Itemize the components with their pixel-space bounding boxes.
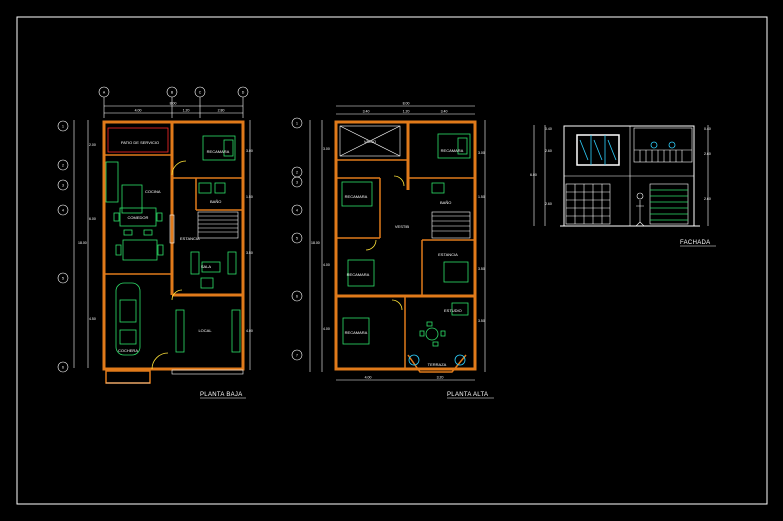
axis-label: 5 [62,277,64,281]
dim-upper-left-a: 3.00 [323,147,330,151]
axis-label: D [242,91,245,95]
dim-facade-height: 6.00 [530,173,537,177]
dim-left-b: 6.00 [89,217,96,221]
laundry-area [107,127,169,153]
axis-label: 3 [62,184,64,188]
axis-label: 1 [296,122,298,126]
dim-right-b: 1.50 [246,195,253,199]
ground-axis-top: A B C D [98,86,249,118]
ground-floor-plan: A B C D 8.00 4.00 1.20 2.80 1 2 3 4 [57,86,253,399]
dim-overall-left: 18.00 [78,241,87,245]
dim-top-left: 4.00 [135,109,142,113]
room-label-bath: BAÑO [210,199,221,204]
axis-label: 4 [296,209,298,213]
dim-upper-top-a: 3.40 [363,110,370,114]
axis-label: 6 [296,295,298,299]
bed [202,135,236,161]
facade-garage-door [649,183,689,225]
dim-upper-top-b: 1.20 [403,110,410,114]
axis-label: 6 [62,366,64,370]
dim-upper-left-b: 4.00 [323,263,330,267]
axis-label: B [171,91,174,95]
axis-label: 2 [296,171,298,175]
room-label-living: SALA [201,264,212,269]
room-label-bedroom-c: RECAMARA [345,330,368,335]
dim-facade-low: 2.60 [545,202,552,206]
kitchen-counter [105,161,119,203]
car [115,282,141,356]
upper-staircase [431,211,471,239]
dim-upper-overall-left: 18.00 [311,241,320,245]
dim-top-mid: 1.20 [183,109,190,113]
room-label-bedroom-top: RECAMARA [441,148,464,153]
room-label-garage: COCHERA [118,348,138,353]
dim-upper-bottom-b: 3.20 [437,376,444,380]
living-set [190,251,237,289]
dim-facade-r-mid: 2.60 [704,152,711,156]
upper-floor-plan: 8.00 3.40 1.20 3.40 1 2 3 4 5 6 7 18.00 … [291,102,494,399]
dim-left-c: 4.50 [89,317,96,321]
sheet-border [16,16,768,505]
axis-label: 7 [296,354,298,358]
room-label-bedroom-b: RECAMARA [347,272,370,277]
dim-upper-left-c: 4.00 [323,327,330,331]
dim-right-a: 3.00 [246,149,253,153]
dining-table [113,207,163,236]
facade-elevation: 6.00 0.40 2.60 2.60 0.40 2.60 2.60 [530,125,716,247]
dim-upper-right-a: 3.00 [478,151,485,155]
room-label-dining: COMEDOR [128,215,149,220]
ground-floor-title: PLANTA BAJA [200,392,243,398]
room-label-hall: ESTANCIA [180,236,200,241]
axis-label: 5 [296,237,298,241]
axis-label: 1 [62,125,64,129]
room-label-bedroom-a: RECAMARA [345,194,368,199]
dim-facade-r-low: 2.60 [704,197,711,201]
dim-facade-r-top: 0.40 [704,127,711,131]
dim-upper-top-c: 3.40 [441,110,448,114]
room-label-bedroom: RECAMARA [207,149,230,154]
facade-balcony [633,127,693,163]
axis-label: 4 [62,209,64,213]
round-table [419,321,446,347]
void-cross [339,125,401,157]
dim-upper-bottom-a: 4.00 [365,376,372,380]
axis-label: 3 [296,181,298,185]
facade-title: FACHADA [680,240,710,246]
dim-upper-overall-top: 8.00 [403,102,410,106]
axis-label: 2 [62,164,64,168]
room-label-kitchen: COCINA [145,189,161,194]
upper-axis-left: 1 2 3 4 5 6 7 [291,117,303,361]
dim-upper-right-d: 3.50 [478,319,485,323]
dim-upper-right-b: 1.50 [478,195,485,199]
staircase [169,211,239,244]
dim-facade-mid: 2.60 [545,149,552,153]
ground-axis-left: 1 2 3 4 5 6 [57,120,69,373]
dim-overall-top: 8.00 [170,102,177,106]
dim-facade-top: 0.40 [545,127,552,131]
axis-label: A [103,91,106,95]
dim-upper-right-c: 3.50 [478,267,485,271]
dining-set [115,239,164,261]
dim-right-d: 4.00 [246,329,253,333]
room-label-bath-upper: BAÑO [440,200,451,205]
room-label-study: ESTUDIO [444,308,462,313]
room-label-shop: LOCAL [198,328,212,333]
room-label-hall-upper: VESTIB [395,224,410,229]
dim-top-right: 2.80 [218,109,225,113]
dim-right-c: 3.50 [246,251,253,255]
upper-floor-title: PLANTA ALTA [447,392,488,398]
axis-label: C [199,91,202,95]
room-label-laundry: PATIO DE SERVICIO [121,140,159,145]
room-label-terrace: TERRAZA [428,362,447,367]
room-label-family: ESTANCIA [438,252,458,257]
dim-left-a: 2.00 [89,143,96,147]
facade-lattice [565,183,611,225]
facade-window [576,134,620,166]
room-label-void: VACIO [364,139,376,144]
